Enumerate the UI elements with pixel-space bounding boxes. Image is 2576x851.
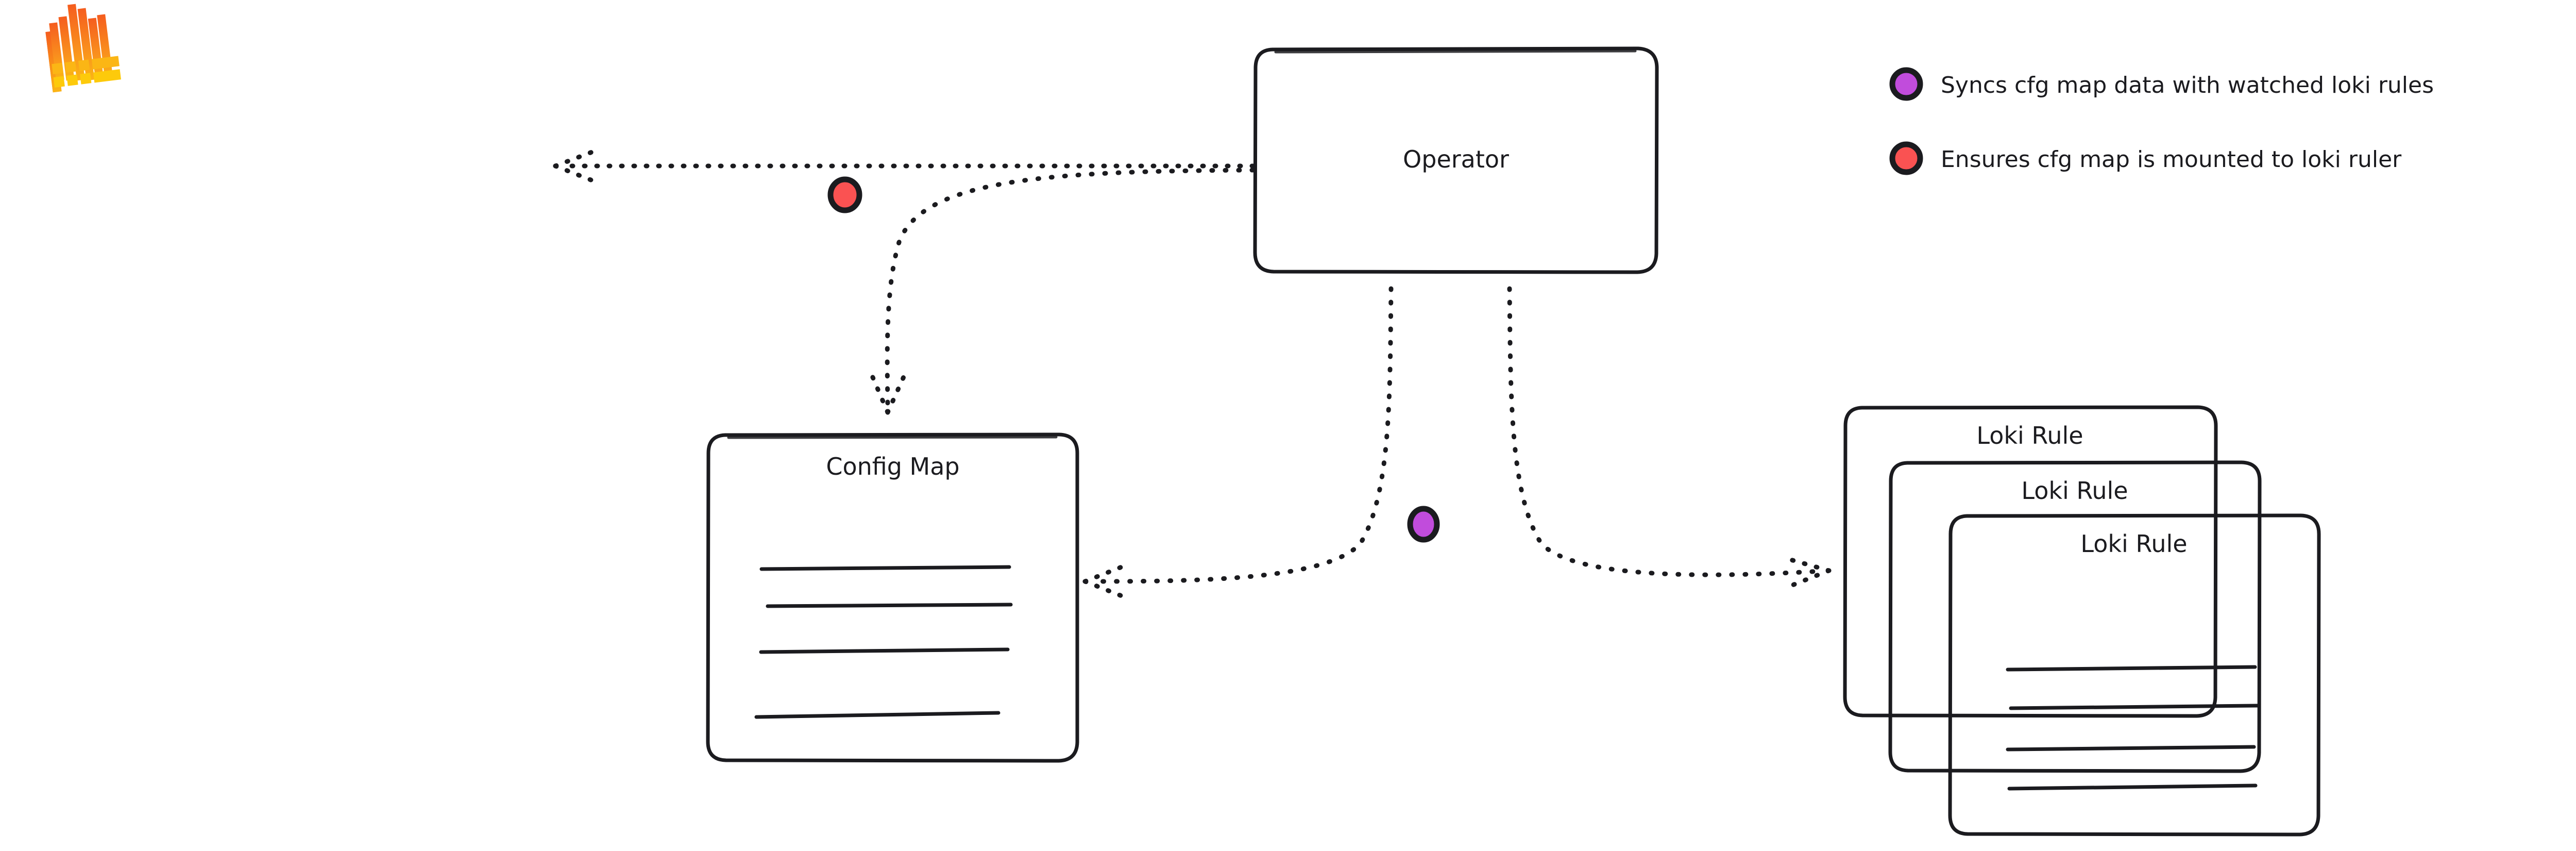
- content-line-3: [2006, 745, 2256, 752]
- card-middle-outline: [1888, 460, 2262, 773]
- grafana-loki-logo: [45, 4, 121, 93]
- loki-rule-content-lines: [2006, 665, 2260, 791]
- content-line-3: [759, 647, 1010, 654]
- loki-rule-card-middle[interactable]: Loki Rule: [1888, 460, 2262, 773]
- card-back-outline: [1843, 405, 2218, 718]
- red-dot-icon[interactable]: [827, 176, 862, 213]
- arrowhead-lower: [1082, 579, 1132, 602]
- logo-block-2: [65, 61, 77, 73]
- content-line-4: [754, 711, 1001, 719]
- node-loki-rule-stack[interactable]: Loki Rule Loki Rule Loki Rule: [1843, 405, 2321, 837]
- legend-item-0[interactable]: Syncs cfg map data with watched loki rul…: [1889, 67, 2434, 101]
- card-middle-label: Loki Rule: [2021, 477, 2128, 505]
- connector-operator-to-configmap-bottom: [1082, 286, 1394, 602]
- connector-operator-to-configmap-top: [867, 168, 1256, 415]
- operator-box-sketch-overstroke: [1274, 49, 1637, 54]
- logo-block-5: [53, 76, 65, 88]
- connector-curve: [1507, 286, 1823, 577]
- operator-box-outline: [1253, 46, 1659, 274]
- red-dot-icon: [1889, 141, 1923, 175]
- arrowhead-upper: [553, 147, 601, 169]
- arrowhead-lower: [1781, 568, 1832, 591]
- logo-block-6: [66, 74, 78, 86]
- legend-item-0-label: Syncs cfg map data with watched loki rul…: [1941, 72, 2434, 98]
- marker-red-dot-on-connector[interactable]: [827, 176, 862, 213]
- operator-label: Operator: [1403, 145, 1509, 173]
- config-map-box-sketch-overstroke: [727, 436, 1058, 439]
- card-front-outline: [1948, 513, 2321, 837]
- content-line-4: [2007, 783, 2258, 791]
- arrowhead-right: [885, 368, 909, 415]
- loki-rule-card-back[interactable]: Loki Rule: [1843, 405, 2218, 718]
- purple-dot-icon: [1889, 67, 1923, 101]
- logo-block-3: [78, 59, 90, 71]
- content-line-1: [759, 565, 1011, 571]
- logo-bar-d: [77, 8, 95, 81]
- purple-dot-icon[interactable]: [1407, 506, 1440, 543]
- connector-operator-to-lokirules: [1507, 286, 1832, 591]
- loki-rule-card-front[interactable]: Loki Rule: [1948, 513, 2321, 837]
- content-line-2: [766, 603, 1013, 608]
- legend-item-1[interactable]: Ensures cfg map is mounted to loki ruler: [1889, 141, 2402, 175]
- arrowhead-upper: [1082, 561, 1132, 584]
- connector-curve: [885, 168, 1256, 409]
- legend: Syncs cfg map data with watched loki rul…: [1889, 67, 2434, 175]
- logo-block-7: [80, 73, 92, 85]
- connector-operator-outward-left: [553, 147, 1256, 186]
- card-back-label: Loki Rule: [1976, 422, 2083, 449]
- arrowhead-lower: [553, 163, 601, 186]
- logo-foot-blocks: [52, 56, 121, 88]
- legend-item-1-label: Ensures cfg map is mounted to loki ruler: [1941, 146, 2402, 173]
- content-line-1: [2006, 665, 2257, 672]
- node-operator[interactable]: Operator: [1253, 46, 1659, 274]
- config-map-label: Config Map: [826, 453, 959, 480]
- card-front-label: Loki Rule: [2080, 530, 2187, 558]
- arrowhead-left: [867, 368, 890, 415]
- logo-block-4: [91, 56, 120, 70]
- content-line-2: [2009, 704, 2260, 710]
- logo-block-8: [93, 69, 121, 83]
- config-map-content-lines: [754, 565, 1013, 719]
- logo-bars-vertical: [49, 4, 113, 81]
- logo-block-1: [52, 62, 63, 75]
- config-map-box-outline: [706, 432, 1079, 763]
- arrowhead-upper: [1781, 555, 1832, 573]
- marker-purple-dot-on-connector[interactable]: [1407, 506, 1440, 543]
- connector-curve: [1090, 286, 1394, 584]
- node-config-map[interactable]: Config Map: [706, 432, 1079, 763]
